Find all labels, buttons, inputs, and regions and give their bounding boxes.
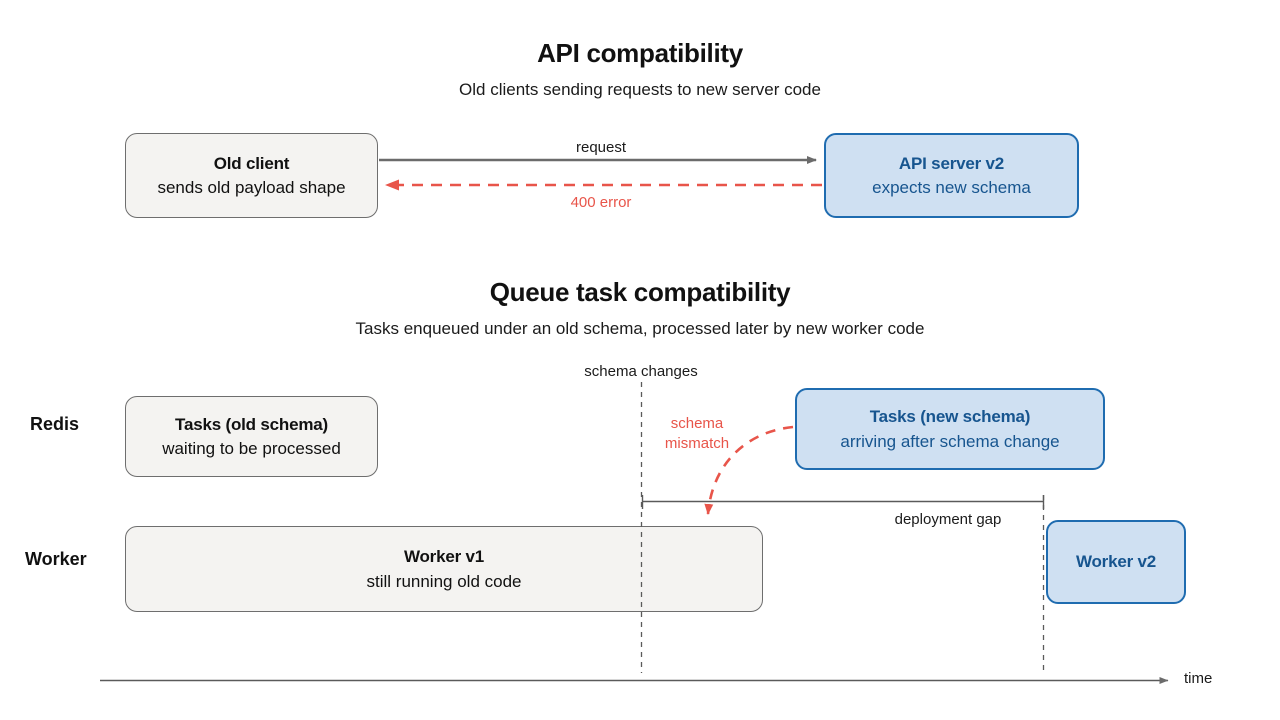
marker-label-schema-mismatch-line2: mismatch [664, 435, 730, 453]
lane-label-worker: Worker [25, 549, 87, 569]
box-worker-v1-subtitle: still running old code [366, 571, 522, 591]
axis-label-time: time [1184, 670, 1213, 687]
marker-label-deployment-gap: deployment gap [894, 511, 1002, 528]
section-title-api-compatibility: API compatibility [537, 38, 743, 68]
box-tasks-new-schema[interactable]: Tasks (new schema) arriving after schema… [795, 388, 1105, 470]
box-worker-v2-title: Worker v2 [1075, 552, 1157, 572]
box-worker-v2[interactable]: Worker v2 [1046, 520, 1186, 604]
edge-label-request: request [575, 139, 627, 156]
box-api-server-v2-title: API server v2 [898, 153, 1005, 173]
section-subtitle-api-compatibility: Old clients sending requests to new serv… [459, 80, 821, 99]
box-old-client-subtitle: sends old payload shape [157, 178, 346, 197]
box-old-client-title: Old client [213, 153, 290, 173]
box-api-server-v2-subtitle: expects new schema [872, 178, 1031, 197]
box-tasks-old-schema[interactable]: Tasks (old schema) waiting to be process… [125, 396, 378, 477]
edge-label-400-error: 400 error [570, 194, 632, 211]
box-worker-v1-title: Worker v1 [403, 547, 485, 567]
box-tasks-old-schema-title: Tasks (old schema) [175, 414, 328, 434]
box-tasks-new-schema-subtitle: arriving after schema change [840, 431, 1060, 451]
marker-label-schema-mismatch-line1: schema [670, 415, 724, 432]
box-tasks-new-schema-title: Tasks (new schema) [869, 407, 1031, 427]
section-subtitle-queue-task-compatibility: Tasks enqueued under an old schema, proc… [355, 319, 925, 338]
box-api-server-v2[interactable]: API server v2 expects new schema [824, 133, 1079, 218]
lane-label-redis: Redis [30, 414, 80, 434]
box-old-client[interactable]: Old client sends old payload shape [125, 133, 378, 218]
marker-label-schema-changes: schema changes [584, 363, 698, 380]
box-worker-v1[interactable]: Worker v1 still running old code [125, 526, 763, 612]
section-title-queue-task-compatibility: Queue task compatibility [489, 277, 791, 307]
box-tasks-old-schema-subtitle: waiting to be processed [162, 439, 341, 458]
